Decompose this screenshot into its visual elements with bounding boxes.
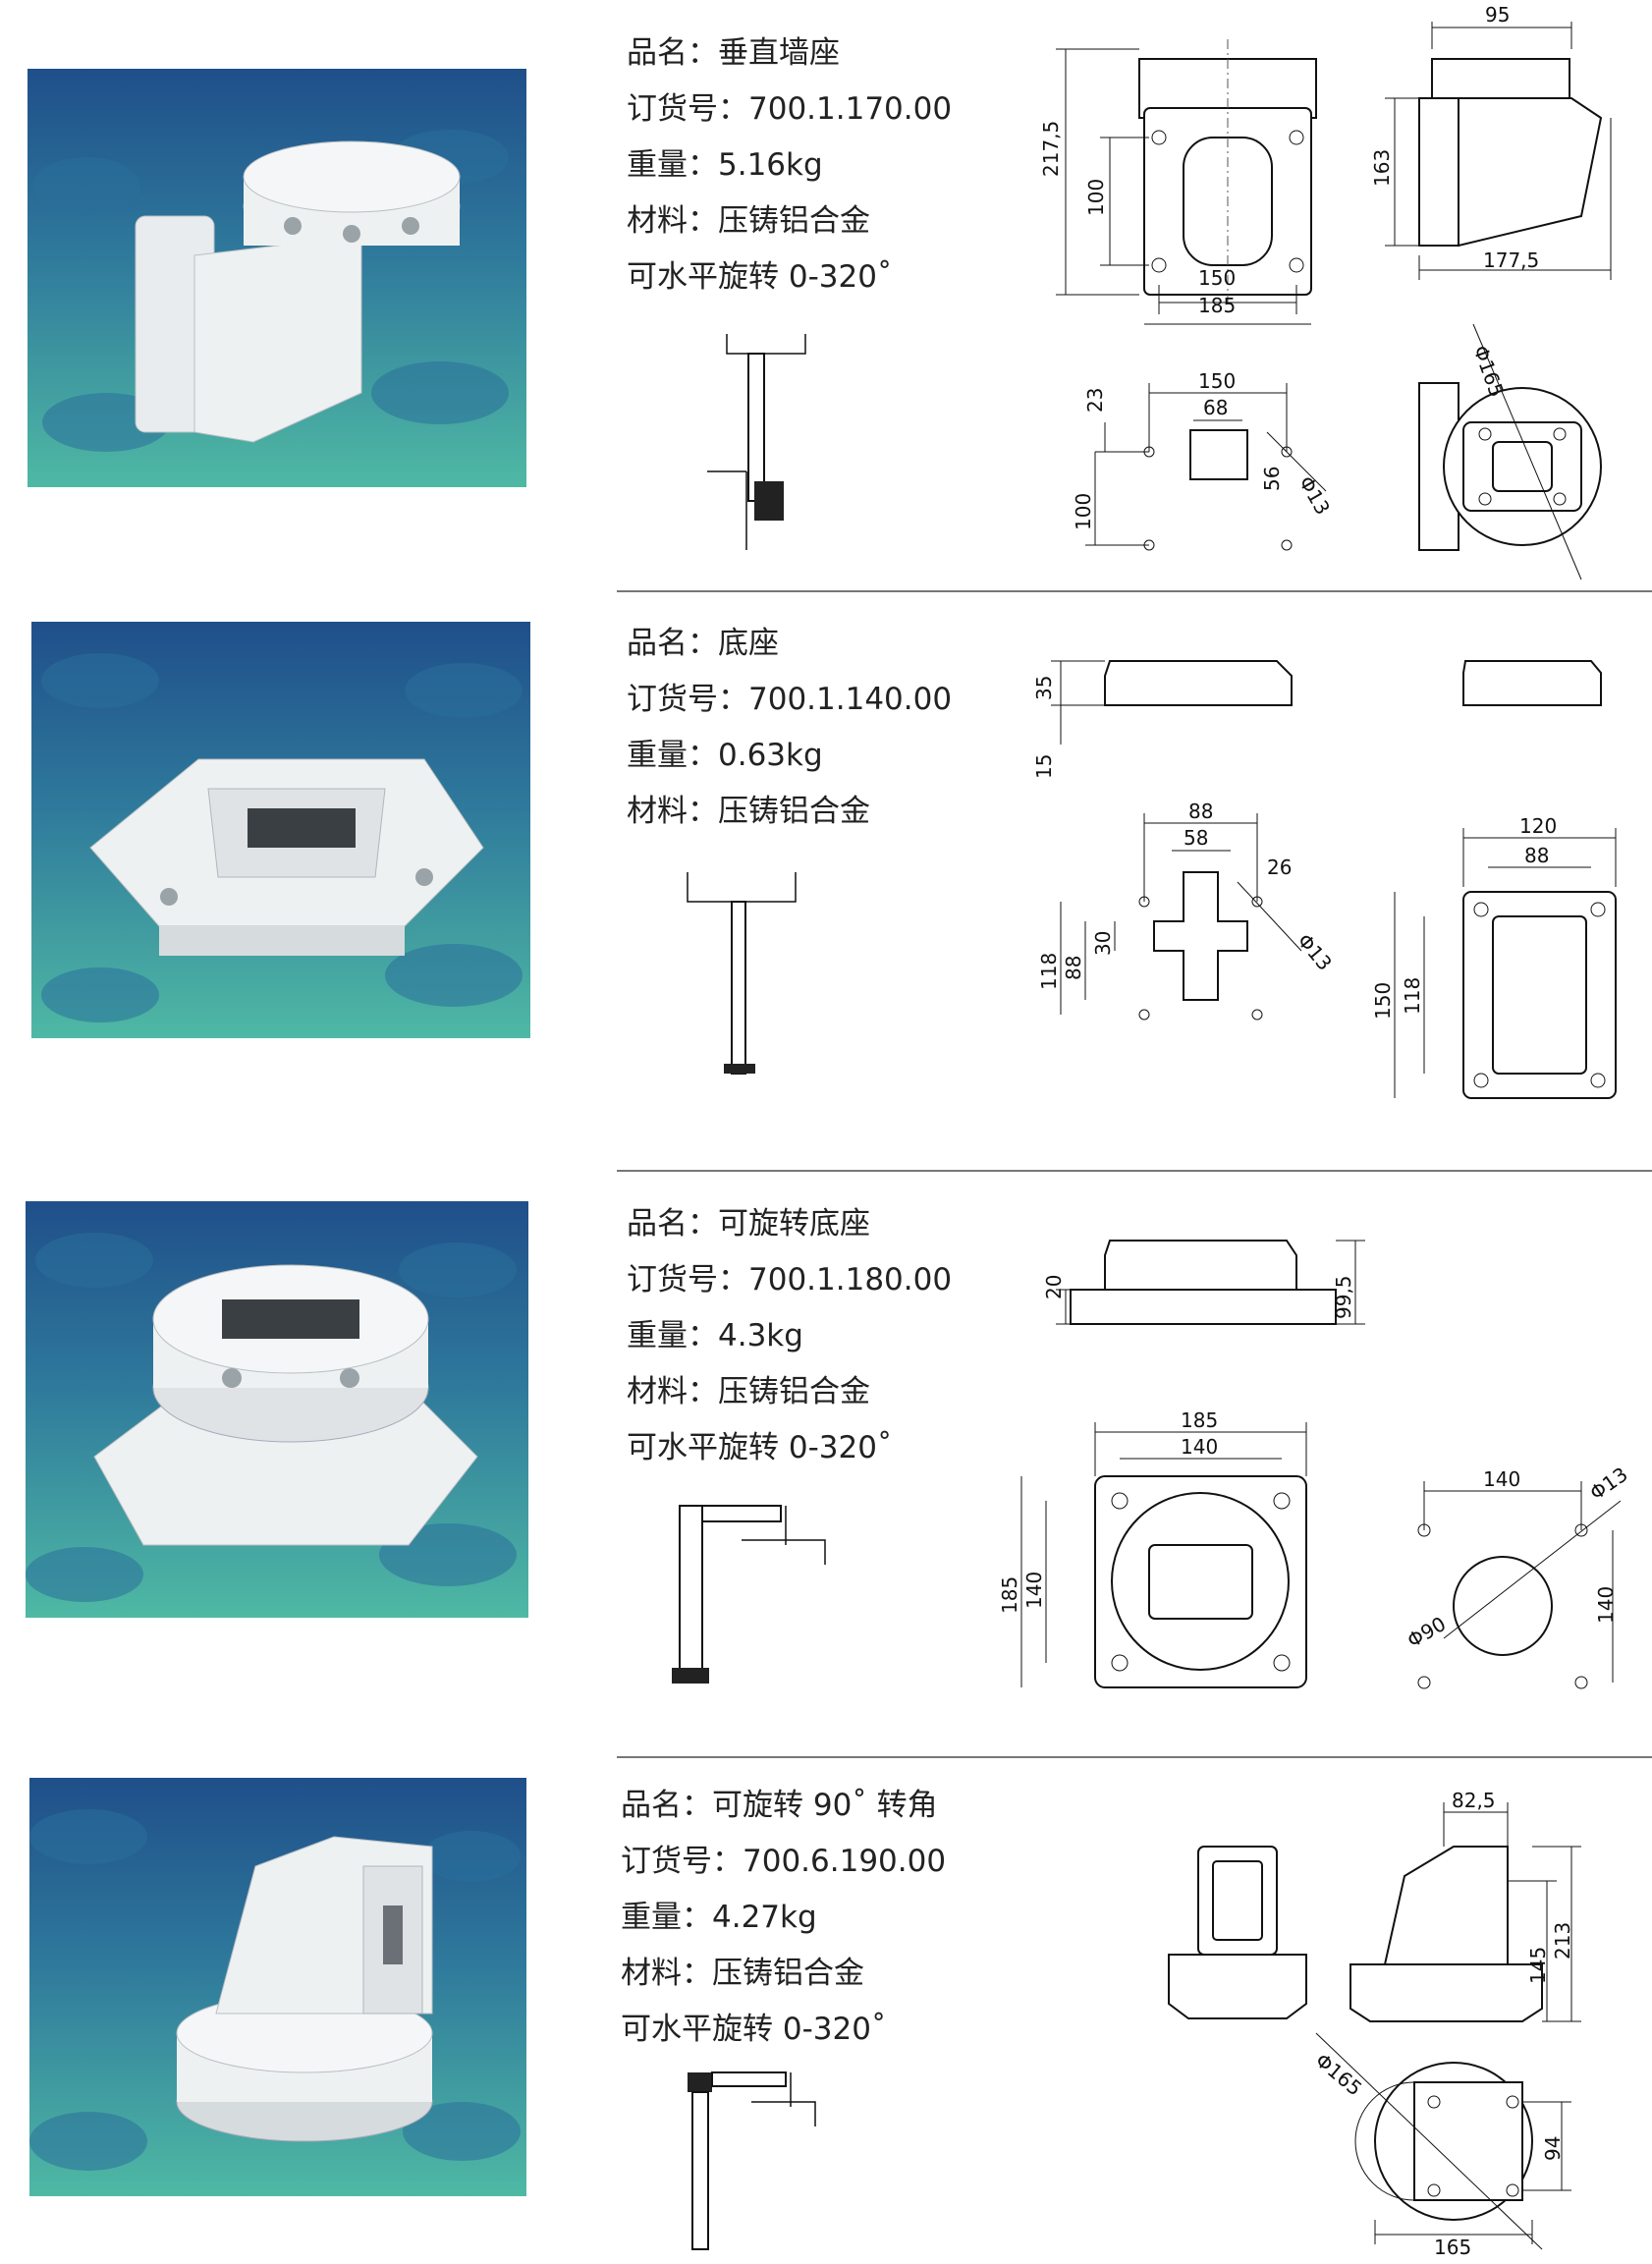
dim-165: 165 [1434,2236,1471,2259]
order-number: 订货号：700.1.180.00 [627,1262,953,1298]
product-weight: 重量：4.27kg [621,1900,817,1935]
product-section-2: 品名：底座 订货号：700.1.140.00 重量：0.63kg 材料：压铸铝合… [0,592,1652,1172]
product-name: 品名：垂直墙座 [627,35,840,71]
dim-15: 15 [1032,754,1056,779]
rotation-range: 可水平旋转 0-320˚ [627,1430,893,1465]
dim-hole-23: 23 [1083,388,1107,413]
product-name: 品名：底座 [627,626,779,661]
spec-list-1: 品名：垂直墙座 订货号：700.1.170.00 重量：5.16kg 材料：压铸… [627,26,952,305]
dim-94: 94 [1541,2136,1565,2161]
section-divider [617,590,1652,592]
product-name: 品名：可旋转 90˚ 转角 [621,1788,938,1823]
dim-150: 150 [1198,266,1236,290]
dim-150-v: 150 [1371,982,1395,1020]
corner-mount-image [29,1809,521,2171]
order-number: 订货号：700.1.170.00 [627,91,953,127]
section-divider [617,1756,1652,1758]
dim-hole-140: 140 [1483,1467,1520,1491]
product-section-1: 品名：垂直墙座 订货号：700.1.170.00 重量：5.16kg 材料：压铸… [0,0,1652,592]
dim-185-v: 185 [998,1576,1021,1614]
product-photo-2 [31,622,530,1038]
base-image [41,653,523,1022]
dim-82-5: 82,5 [1452,1789,1496,1812]
dim-35: 35 [1032,676,1056,700]
dim-hole-100: 100 [1072,493,1095,530]
order-number: 订货号：700.6.190.00 [621,1844,947,1879]
dim-hole-56: 56 [1260,467,1284,491]
dim-140-top: 140 [1181,1435,1218,1459]
spec-list-3: 品名：可旋转底座 订货号：700.1.180.00 重量：4.3kg 材料：压铸… [627,1196,952,1476]
dim-95: 95 [1485,3,1510,27]
dim-26: 26 [1267,856,1292,879]
dim-177-5: 177,5 [1483,248,1539,272]
dim-20: 20 [1042,1275,1066,1299]
dim-99-5: 99,5 [1332,1275,1355,1319]
dim-120: 120 [1519,814,1557,838]
product-section-3: 品名：可旋转底座 订货号：700.1.180.00 重量：4.3kg 材料：压铸… [0,1172,1652,1758]
dim-hole-dia13: Φ13 [1294,472,1335,520]
dim-118-v: 118 [1401,977,1424,1015]
dim-185-top: 185 [1181,1408,1218,1432]
dim-dia165-4: Φ165 [1311,2048,1367,2100]
dim-217-5: 217,5 [1039,121,1063,177]
dim-145: 145 [1526,1947,1550,1984]
dim-88: 88 [1188,800,1213,823]
product-photo-1 [28,69,526,487]
dim-dia13: Φ13 [1293,929,1337,975]
dim-58: 58 [1184,826,1208,850]
dim-88-top: 88 [1524,844,1549,867]
product-weight: 重量：5.16kg [627,147,823,183]
spec-list-2: 品名：底座 订货号：700.1.140.00 重量：0.63kg 材料：压铸铝合… [627,616,952,840]
product-material: 材料：压铸铝合金 [621,1956,864,1991]
dim-hole-dia13-3: Φ13 [1585,1463,1632,1505]
section-divider [617,1170,1652,1172]
rotation-range: 可水平旋转 0-320˚ [627,259,893,295]
dim-hole-150: 150 [1198,369,1236,393]
dim-163: 163 [1370,149,1394,187]
product-photo-4 [29,1778,526,2196]
product-name: 品名：可旋转底座 [627,1206,870,1242]
dim-213: 213 [1551,1922,1574,1960]
rotating-base-image [26,1233,517,1602]
dim-hole-68: 68 [1203,396,1228,419]
dim-dia90: Φ90 [1404,1612,1451,1652]
product-weight: 重量：4.3kg [627,1318,803,1353]
dim-118: 118 [1037,953,1061,990]
dim-185: 185 [1198,294,1236,317]
product-photo-3 [26,1201,528,1618]
rotation-range: 可水平旋转 0-320˚ [621,2012,887,2047]
wall-mount-image [32,130,509,452]
product-section-4: 品名：可旋转 90˚ 转角 订货号：700.6.190.00 重量：4.27kg… [0,1758,1652,2264]
dim-100: 100 [1084,179,1108,216]
product-material: 材料：压铸铝合金 [627,1374,870,1409]
product-weight: 重量：0.63kg [627,738,823,773]
product-material: 材料：压铸铝合金 [627,794,870,829]
dim-30: 30 [1091,931,1115,956]
order-number: 订货号：700.1.140.00 [627,682,953,717]
product-material: 材料：压铸铝合金 [627,203,870,239]
dim-hole-140-v: 140 [1594,1586,1618,1624]
dim-140-v: 140 [1022,1572,1046,1609]
spec-list-4: 品名：可旋转 90˚ 转角 订货号：700.6.190.00 重量：4.27kg… [621,1778,946,2058]
dim-top-dia165: Φ165 [1468,343,1509,401]
dim-88-v: 88 [1062,956,1085,980]
